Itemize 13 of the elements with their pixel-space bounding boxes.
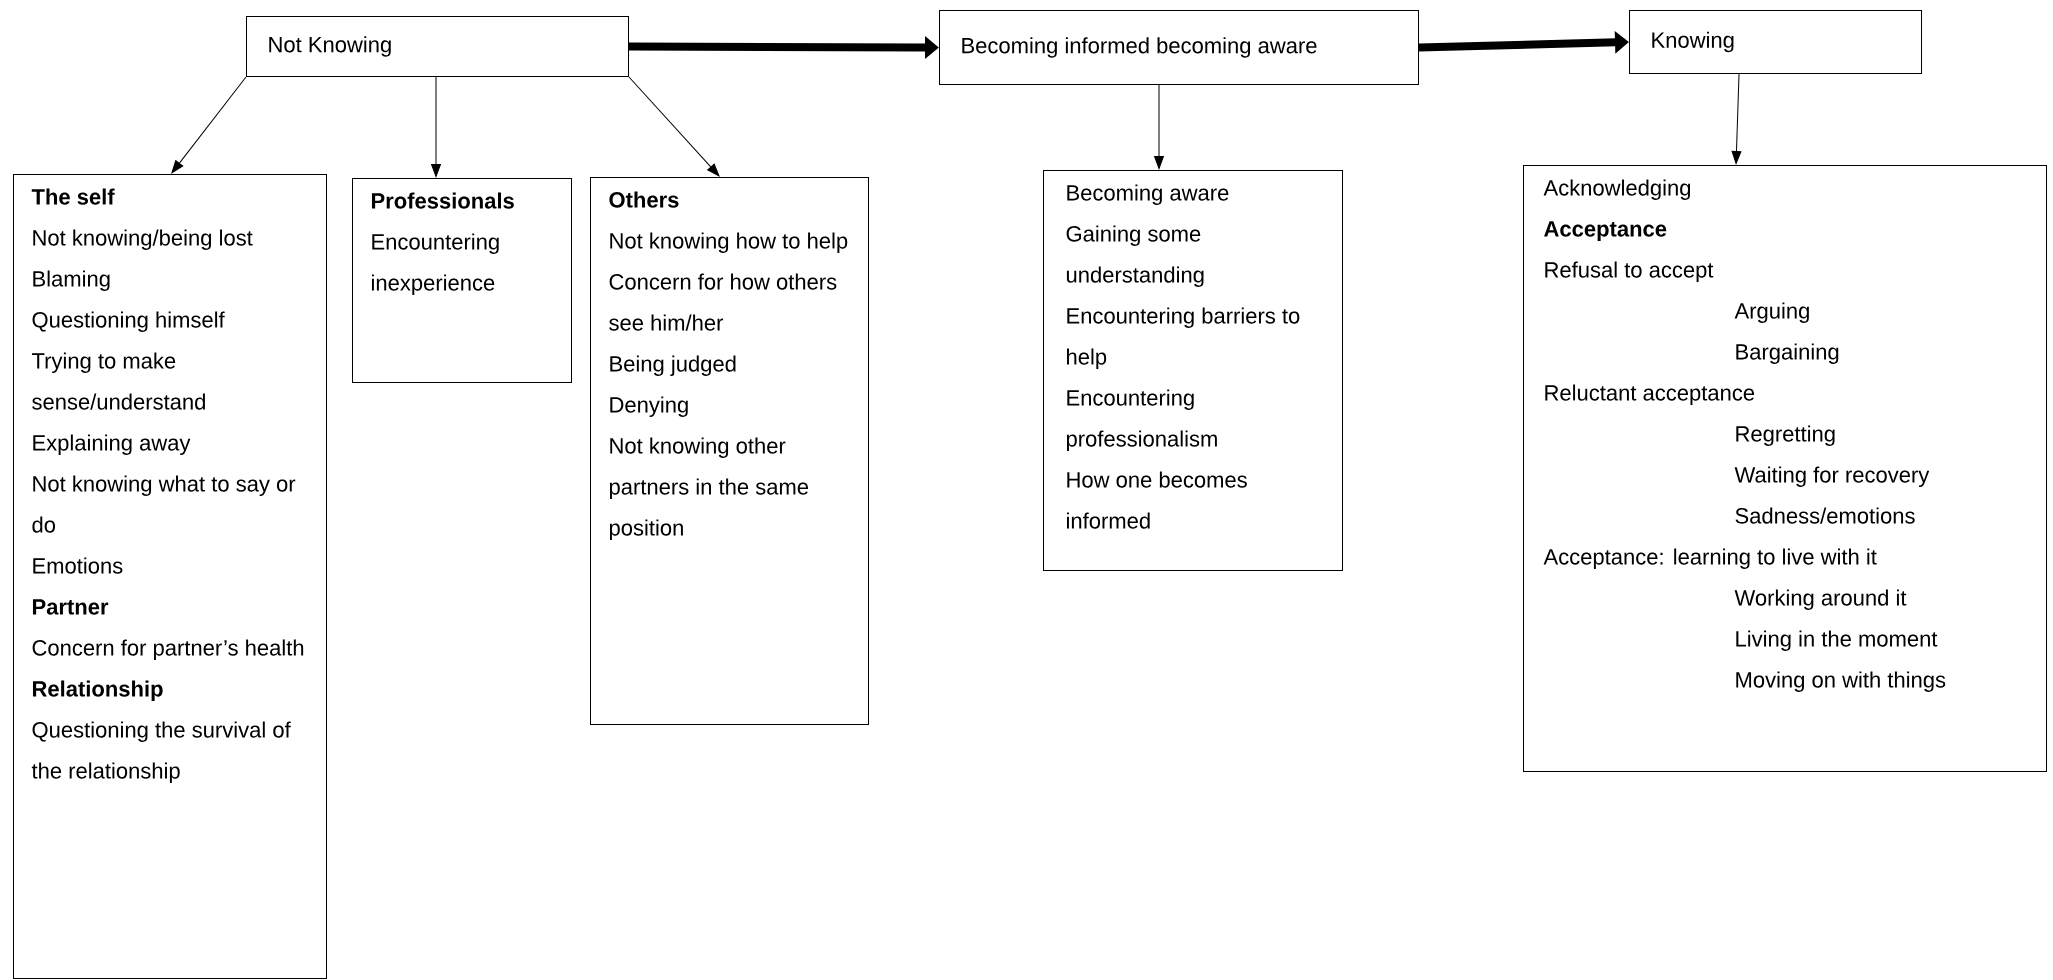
text-box: Knowing: [1629, 10, 1923, 74]
arrow: [431, 76, 441, 177]
text-box: Professionals Encountering inexperience: [352, 178, 572, 383]
arrow: [628, 76, 720, 177]
text-box: Not Knowing: [246, 16, 629, 77]
arrow: [171, 76, 247, 174]
arrow: [1154, 84, 1164, 169]
text-box: Becoming informed becoming aware: [939, 10, 1419, 85]
text-box: Acknowledging Acceptance Refusal to accept Arguing Bargaining Reluctant acceptance Regretting Waiting for recovery Sadness/emotions Acceptance: learning to live with it Working around it Living in the moment Moving on with things: [1523, 165, 2047, 772]
text-box: The self Not knowing/being lost Blaming Questioning himself Trying to make sense/understand Explaining away Not knowing what to say or do Emotions Partner Concern for partner’s health Relationship Questioning the survival of the relationship: [13, 174, 327, 979]
text-box: Others Not knowing how to help Concern for how others see him/her Being judged Denying Not knowing other partners in the same position: [590, 177, 869, 725]
arrow: [1731, 73, 1742, 164]
text-box: Becoming aware Gaining some understanding Encountering barriers to help Encountering professionalism How one becomes informed: [1043, 170, 1343, 571]
